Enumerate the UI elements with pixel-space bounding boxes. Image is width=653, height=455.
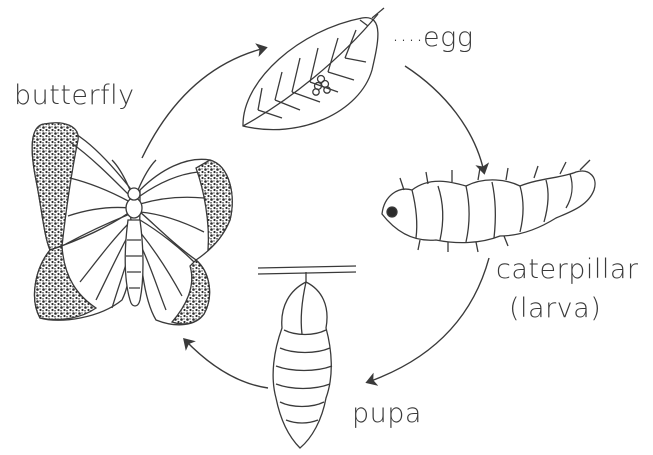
label-butterfly: butterfly (14, 82, 135, 109)
butterfly-illustration (32, 123, 232, 325)
label-larva: (larva) (509, 295, 601, 322)
leaf-with-egg-illustration (243, 8, 384, 130)
egg-cluster-icon (313, 76, 330, 96)
label-caterpillar: caterpillar (496, 256, 638, 283)
label-pupa: pupa (352, 400, 422, 427)
arrow-pupa-to-butterfly (185, 340, 268, 388)
caterpillar-illustration (382, 160, 595, 252)
pupa-illustration (258, 266, 356, 448)
egg-leader-dots: .... (392, 24, 424, 46)
arrow-egg-to-caterpillar (405, 66, 484, 172)
arrow-caterpillar-to-pupa (368, 258, 489, 382)
label-egg: egg (423, 24, 474, 51)
